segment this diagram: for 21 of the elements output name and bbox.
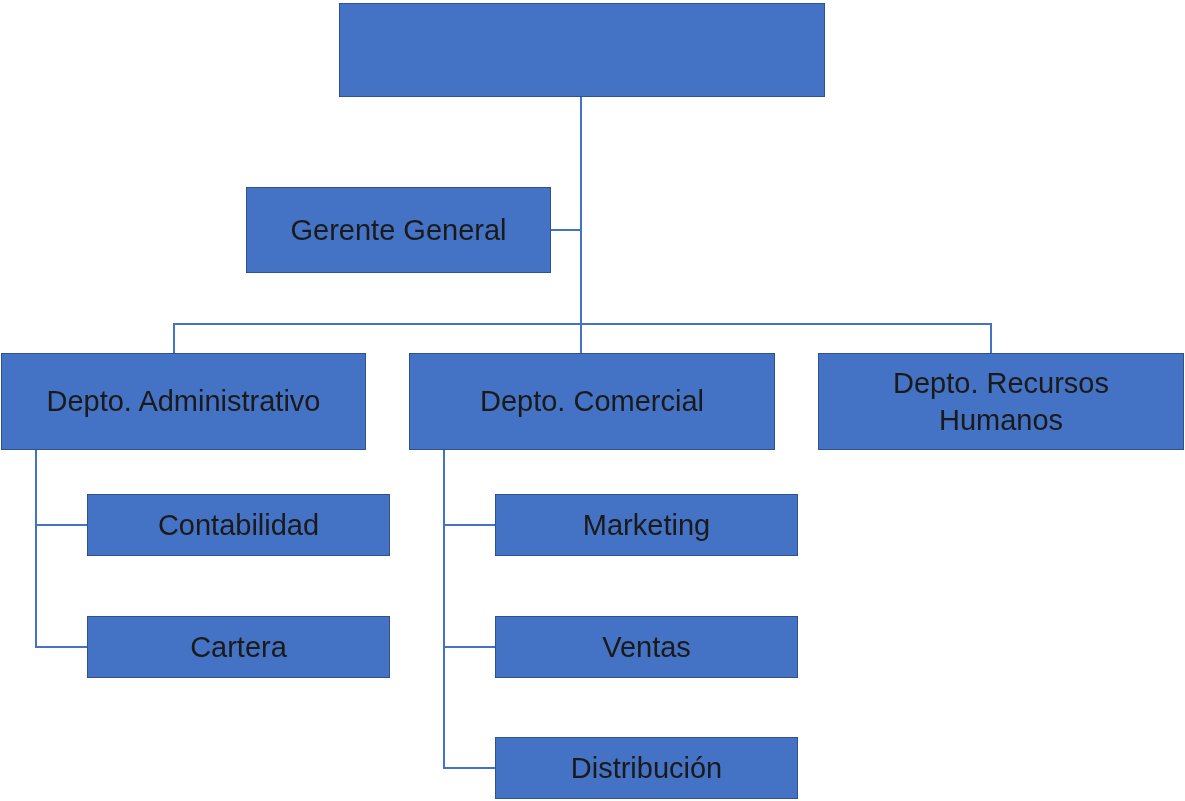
connector-line [443,449,496,769]
box-label: Distribución [569,750,724,786]
connector-line [35,449,88,648]
org-box [1,353,366,450]
box-label: Ventas [601,629,692,665]
org-box [495,737,798,799]
org-box [87,494,390,556]
box-label: Contabilidad [156,507,321,543]
box-label: Depto. Administrativo [45,384,322,420]
org-box [87,616,390,678]
org-box [339,3,825,97]
box-label: Depto. Comercial [479,384,705,420]
org-box [818,353,1184,450]
box-label: Depto. Recursos Humanos [892,366,1110,438]
box-label: Cartera [189,629,288,665]
org-box [409,353,775,450]
box-label: Gerente General [289,212,508,248]
org-box [495,494,798,556]
org-box [495,616,798,678]
org-box [246,187,551,273]
box-label: Marketing [581,507,712,543]
